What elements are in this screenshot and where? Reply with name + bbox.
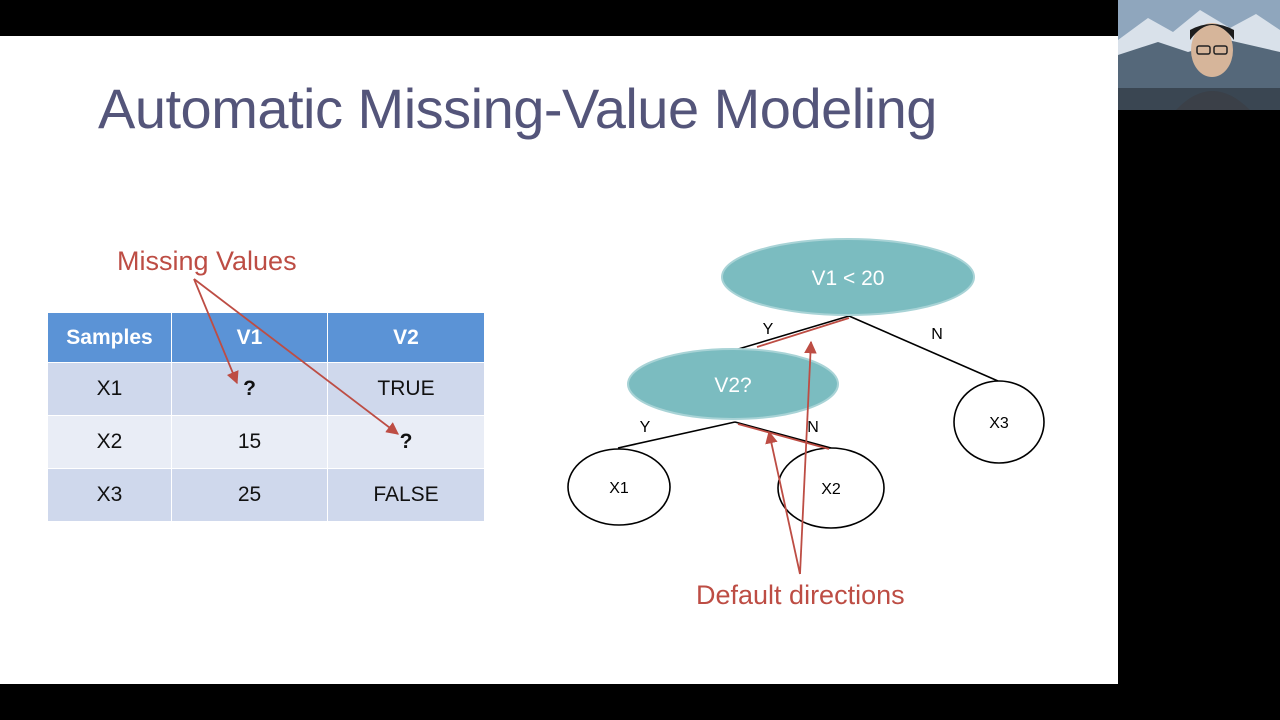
- presenter-video-icon: [1118, 0, 1280, 110]
- root-node-label: V1 < 20: [812, 267, 885, 290]
- child-node-label: V2?: [714, 374, 751, 397]
- default-direction-root-highlight: [756, 317, 850, 348]
- leaf-x2-label: X2: [821, 481, 841, 498]
- leaf-x3: [953, 380, 1045, 464]
- presenter-webcam: [1118, 0, 1280, 110]
- missing-values-label: Missing Values: [117, 246, 297, 276]
- edge-label-child-yes: Y: [640, 419, 651, 436]
- root-node: [721, 238, 975, 316]
- slide: Automatic Missing-Value Modeling Missing…: [0, 36, 1118, 684]
- leaf-x1-label: X1: [609, 480, 629, 497]
- default-directions-label: Default directions: [696, 580, 905, 610]
- edge-root-yes: [734, 315, 850, 351]
- decision-tree-diagram: V1 < 20 V2? X1 X2 X3 Y N Y N: [567, 238, 1045, 529]
- cell-sample: X1: [48, 362, 172, 416]
- edge-root-no: [848, 315, 999, 382]
- leaf-x3-label: X3: [989, 415, 1009, 432]
- leaf-x1: [567, 448, 671, 526]
- cell-sample: X3: [48, 468, 172, 521]
- table-row: X3 25 FALSE: [48, 468, 484, 521]
- cell-sample: X2: [48, 415, 172, 469]
- edge-label-child-no: N: [807, 419, 819, 436]
- edge-label-root-no: N: [931, 326, 943, 343]
- child-node: [627, 348, 839, 420]
- slide-title: Automatic Missing-Value Modeling: [98, 77, 937, 140]
- cell-v1: 25: [171, 468, 328, 521]
- header-samples: Samples: [48, 313, 172, 363]
- edge-label-root-yes: Y: [763, 321, 774, 338]
- edge-child-yes: [617, 421, 736, 449]
- cell-v2: FALSE: [327, 468, 484, 521]
